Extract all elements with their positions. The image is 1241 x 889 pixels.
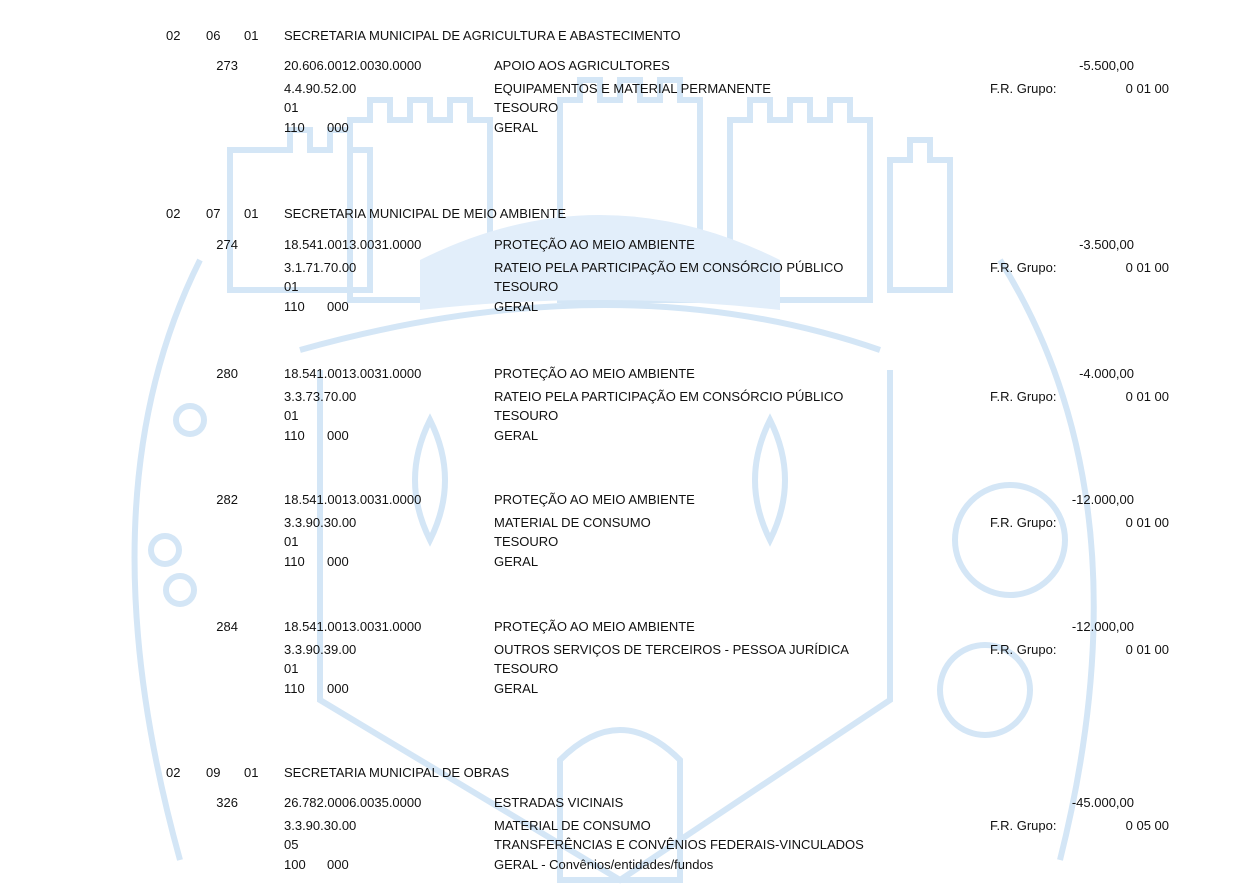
section-code-2: 09 [206,765,221,780]
action-name: PROTEÇÃO AO MEIO AMBIENTE [494,492,695,507]
fr-group-value: 0 01 00 [1125,515,1169,530]
section-code-3: 01 [244,206,259,221]
source-code: 01 [284,100,299,115]
source-code: 01 [284,408,299,423]
section-name: SECRETARIA MUNICIPAL DE AGRICULTURA E AB… [284,28,681,43]
application-code-b: 000 [327,428,349,443]
element-code: 3.3.90.30.00 [284,515,357,530]
source-code: 05 [284,837,299,852]
application-code-b: 000 [327,299,349,314]
element-description: OUTROS SERVIÇOS DE TERCEIROS - PESSOA JU… [494,642,849,657]
source-description: TESOURO [494,408,559,423]
source-description: TESOURO [494,661,559,676]
entry-number: 326 [216,795,238,810]
application-description: GERAL [494,681,539,696]
section-name: SECRETARIA MUNICIPAL DE OBRAS [284,765,510,780]
entry-number: 274 [216,237,238,252]
application-code-a: 100 [284,857,306,872]
fr-group-value: 0 01 00 [1125,81,1169,96]
action-name: PROTEÇÃO AO MEIO AMBIENTE [494,619,695,634]
application-code-b: 000 [327,681,349,696]
entry-number: 280 [216,366,238,381]
program-code: 18.541.0013.0031.0000 [284,366,422,381]
element-code: 4.4.90.52.00 [284,81,357,96]
source-description: TESOURO [494,279,559,294]
entry-number: 273 [216,58,238,73]
section-code-3: 01 [244,28,259,43]
element-description: MATERIAL DE CONSUMO [494,515,651,530]
action-name: PROTEÇÃO AO MEIO AMBIENTE [494,366,695,381]
application-code-a: 110 [284,681,305,696]
source-code: 01 [284,279,299,294]
fr-group-value: 0 05 00 [1125,818,1169,833]
program-code: 26.782.0006.0035.0000 [284,795,422,810]
source-description: TESOURO [494,100,559,115]
amount: -3.500,00 [1079,237,1134,252]
section-code-2: 06 [206,28,221,43]
source-description: TRANSFERÊNCIAS E CONVÊNIOS FEDERAIS-VINC… [494,837,864,852]
fr-group-value: 0 01 00 [1125,389,1169,404]
entry-number: 284 [216,619,238,634]
section-code-2: 07 [206,206,221,221]
element-code: 3.3.90.39.00 [284,642,357,657]
section-code-1: 02 [166,206,181,221]
element-code: 3.1.71.70.00 [284,260,357,275]
source-code: 01 [284,661,299,676]
amount: -5.500,00 [1079,58,1134,73]
fr-group-label: F.R. Grupo: [990,818,1057,833]
action-name: APOIO AOS AGRICULTORES [494,58,670,73]
action-name: PROTEÇÃO AO MEIO AMBIENTE [494,237,695,252]
section-code-1: 02 [166,28,181,43]
fr-group-label: F.R. Grupo: [990,515,1057,530]
element-description: RATEIO PELA PARTICIPAÇÃO EM CONSÓRCIO PÚ… [494,389,844,404]
fr-group-value: 0 01 00 [1125,260,1169,275]
fr-group-label: F.R. Grupo: [990,389,1057,404]
program-code: 18.541.0013.0031.0000 [284,619,422,634]
application-code-a: 110 [284,120,305,135]
application-code-a: 110 [284,299,305,314]
application-description: GERAL [494,554,539,569]
section-code-1: 02 [166,765,181,780]
application-code-a: 110 [284,428,305,443]
element-description: EQUIPAMENTOS E MATERIAL PERMANENTE [494,81,771,96]
section-name: SECRETARIA MUNICIPAL DE MEIO AMBIENTE [284,206,567,221]
element-description: RATEIO PELA PARTICIPAÇÃO EM CONSÓRCIO PÚ… [494,260,844,275]
section-code-3: 01 [244,765,259,780]
application-description: GERAL [494,120,539,135]
source-description: TESOURO [494,534,559,549]
program-code: 20.606.0012.0030.0000 [284,58,422,73]
entry-number: 282 [216,492,238,507]
action-name: ESTRADAS VICINAIS [494,795,624,810]
application-code-b: 000 [327,857,349,872]
amount: -12.000,00 [1071,492,1134,507]
amount: -4.000,00 [1079,366,1134,381]
element-code: 3.3.73.70.00 [284,389,357,404]
application-code-b: 000 [327,120,349,135]
application-code-a: 110 [284,554,305,569]
application-description: GERAL [494,299,539,314]
amount: -45.000,00 [1071,795,1134,810]
fr-group-label: F.R. Grupo: [990,260,1057,275]
application-description: GERAL - Convênios/entidades/fundos [494,857,714,872]
amount: -12.000,00 [1071,619,1134,634]
fr-group-value: 0 01 00 [1125,642,1169,657]
application-description: GERAL [494,428,539,443]
element-description: MATERIAL DE CONSUMO [494,818,651,833]
program-code: 18.541.0013.0031.0000 [284,237,422,252]
source-code: 01 [284,534,299,549]
fr-group-label: F.R. Grupo: [990,81,1057,96]
fr-group-label: F.R. Grupo: [990,642,1057,657]
element-code: 3.3.90.30.00 [284,818,357,833]
program-code: 18.541.0013.0031.0000 [284,492,422,507]
application-code-b: 000 [327,554,349,569]
